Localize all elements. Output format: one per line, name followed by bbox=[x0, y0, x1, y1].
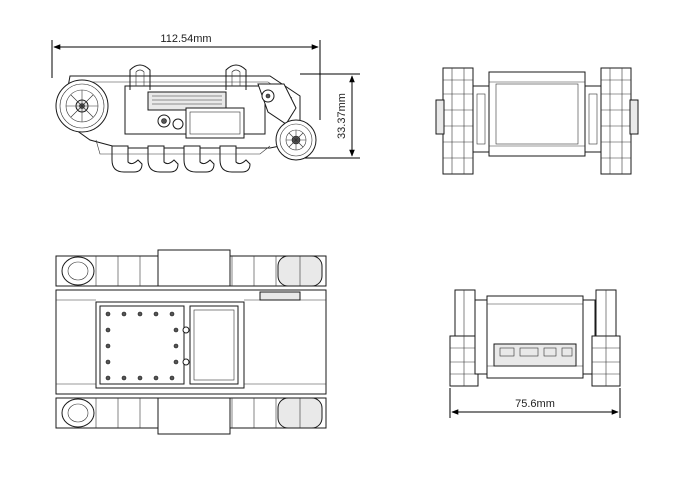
front-view bbox=[435, 67, 639, 175]
length-label: 112.54mm bbox=[160, 33, 211, 45]
top-view bbox=[55, 249, 327, 435]
height-label: 33.37mm bbox=[336, 93, 348, 139]
width-dimension: 75.6mm bbox=[449, 388, 621, 418]
rear-view: 75.6mm bbox=[449, 289, 621, 418]
width-label: 75.6mm bbox=[515, 398, 555, 410]
screw-holes bbox=[105, 311, 179, 381]
height-dimension: 33.37mm bbox=[300, 73, 360, 159]
length-dimension: 112.54mm bbox=[51, 33, 321, 120]
side-view: 112.54mm 33.37mm bbox=[51, 33, 360, 173]
